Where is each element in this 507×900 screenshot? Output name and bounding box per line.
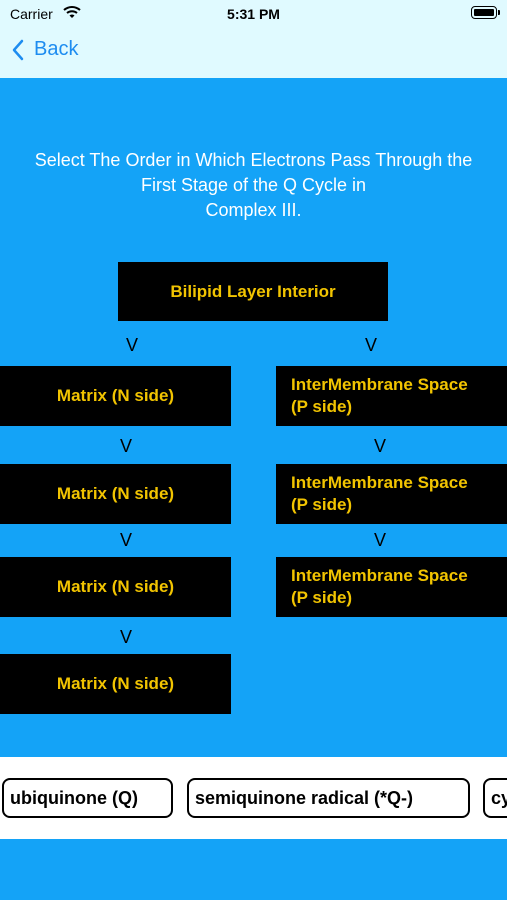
matrix-label-1: Matrix (N side) <box>56 386 175 405</box>
chevron-left-icon <box>12 39 24 60</box>
matrix-box-4[interactable]: Matrix (N side) <box>0 654 231 714</box>
option-chip-semiquinone[interactable]: semiquinone radical (*Q-) <box>187 778 470 818</box>
matrix-box-1[interactable]: Matrix (N side) <box>0 366 231 426</box>
option-chip-ubiquinone[interactable]: ubiquinone (Q) <box>2 778 173 818</box>
arrow-left-3: V <box>119 627 132 647</box>
question-title: Select The Order in Which Electrons Pass… <box>0 148 507 223</box>
navigation-bar: Back <box>0 28 507 78</box>
wifi-icon <box>63 5 81 24</box>
matrix-box-2[interactable]: Matrix (N side) <box>0 464 231 524</box>
carrier-label: Carrier <box>10 6 53 22</box>
intermembrane-label-2a: InterMembrane Space <box>291 473 468 492</box>
intermembrane-label-1a: InterMembrane Space <box>291 375 468 394</box>
matrix-label-4: Matrix (N side) <box>56 674 175 693</box>
back-button[interactable]: Back <box>12 38 78 61</box>
status-bar: Carrier 5:31 PM <box>0 0 507 28</box>
intermembrane-box-3[interactable]: InterMembrane Space (P side) <box>276 557 507 617</box>
top-answer-box[interactable]: Bilipid Layer Interior <box>118 262 388 321</box>
matrix-label-2: Matrix (N side) <box>56 484 175 503</box>
question-line-1: Select The Order in Which Electrons Pass… <box>34 150 473 170</box>
intermembrane-label-2b: (P side) <box>291 495 353 514</box>
status-time: 5:31 PM <box>227 6 280 22</box>
matrix-box-3[interactable]: Matrix (N side) <box>0 557 231 617</box>
arrow-left-1: V <box>119 436 132 456</box>
matrix-label-3: Matrix (N side) <box>56 577 175 596</box>
battery-icon <box>471 6 500 19</box>
option-chip-cy[interactable]: cy <box>483 778 507 818</box>
intermembrane-label-3b: (P side) <box>291 588 353 607</box>
back-label: Back <box>34 38 79 60</box>
intermembrane-label-1b: (P side) <box>291 397 353 416</box>
question-line-2: First Stage of the Q Cycle in <box>140 175 367 195</box>
arrow-right-0: V <box>364 335 377 355</box>
arrow-right-1: V <box>373 436 386 456</box>
options-tray[interactable]: ubiquinone (Q) semiquinone radical (*Q-)… <box>0 757 507 839</box>
intermembrane-box-2[interactable]: InterMembrane Space (P side) <box>276 464 507 524</box>
top-answer-label: Bilipid Layer Interior <box>170 281 336 301</box>
intermembrane-label-3a: InterMembrane Space <box>291 566 468 585</box>
intermembrane-box-1[interactable]: InterMembrane Space (P side) <box>276 366 507 426</box>
arrow-right-2: V <box>373 530 386 550</box>
question-line-3: Complex III. <box>205 200 302 220</box>
arrow-left-2: V <box>119 530 132 550</box>
arrow-left-0: V <box>125 335 138 355</box>
